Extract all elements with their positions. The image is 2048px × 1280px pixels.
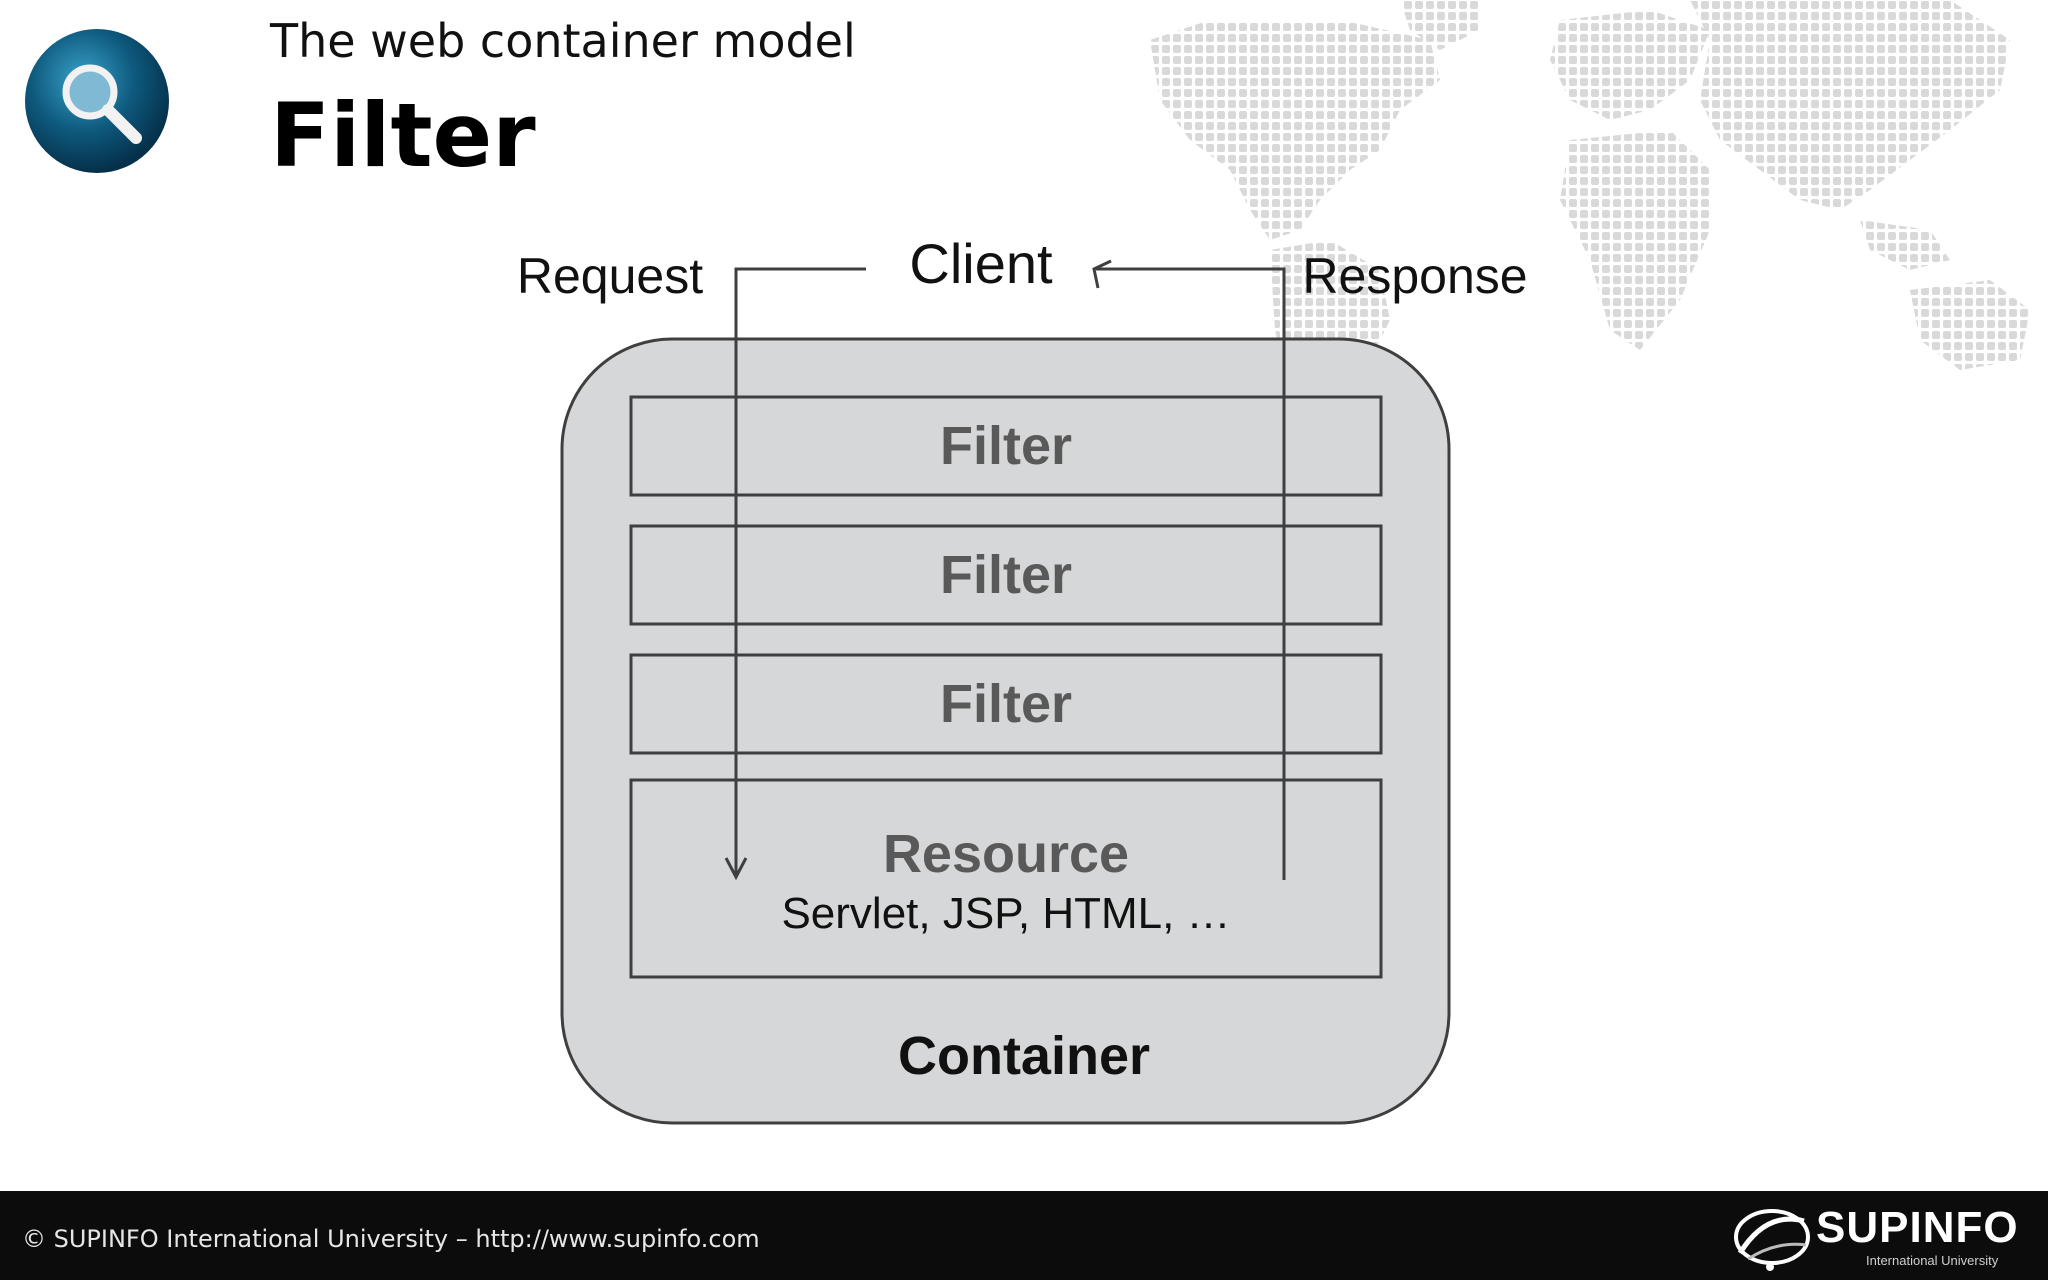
brand-subtitle: International University: [1866, 1253, 1999, 1268]
client-label: Client: [909, 232, 1053, 295]
container-box: [560, 337, 1451, 1125]
response-arrow: [1096, 267, 1286, 880]
magnifier-icon: [25, 29, 169, 173]
filter-chain-diagram: Filter Filter Filter Resource Servlet, J…: [517, 232, 1528, 1125]
slide-title: Filter: [270, 84, 536, 187]
filter-box-1: [629, 395, 1383, 497]
response-label: Response: [1302, 248, 1527, 304]
supinfo-globe-icon: [1734, 1209, 1810, 1271]
resource-title: Resource: [883, 824, 1129, 884]
supinfo-brand: SUPINFO International University: [1726, 1201, 2026, 1275]
filter-label-2: Filter: [940, 545, 1072, 605]
brand-name: SUPINFO: [1816, 1203, 2019, 1252]
filter-label-1: Filter: [940, 416, 1072, 476]
filter-box-3: [629, 653, 1383, 755]
footer-copyright: © SUPINFO International University – htt…: [22, 1225, 760, 1253]
resource-box: [629, 778, 1383, 979]
request-arrow: [734, 267, 866, 876]
resource-subtitle: Servlet, JSP, HTML, …: [781, 889, 1230, 938]
filter-box-2: [629, 524, 1383, 626]
filter-label-3: Filter: [940, 674, 1072, 734]
world-map-background: [1150, 0, 2030, 450]
request-arrowhead: [724, 857, 748, 881]
response-arrowhead: [1092, 259, 1112, 289]
request-label: Request: [517, 248, 703, 304]
container-label: Container: [898, 1026, 1150, 1086]
slide-subtitle: The web container model: [270, 14, 856, 68]
footer-bar: © SUPINFO International University – htt…: [0, 1191, 2048, 1280]
